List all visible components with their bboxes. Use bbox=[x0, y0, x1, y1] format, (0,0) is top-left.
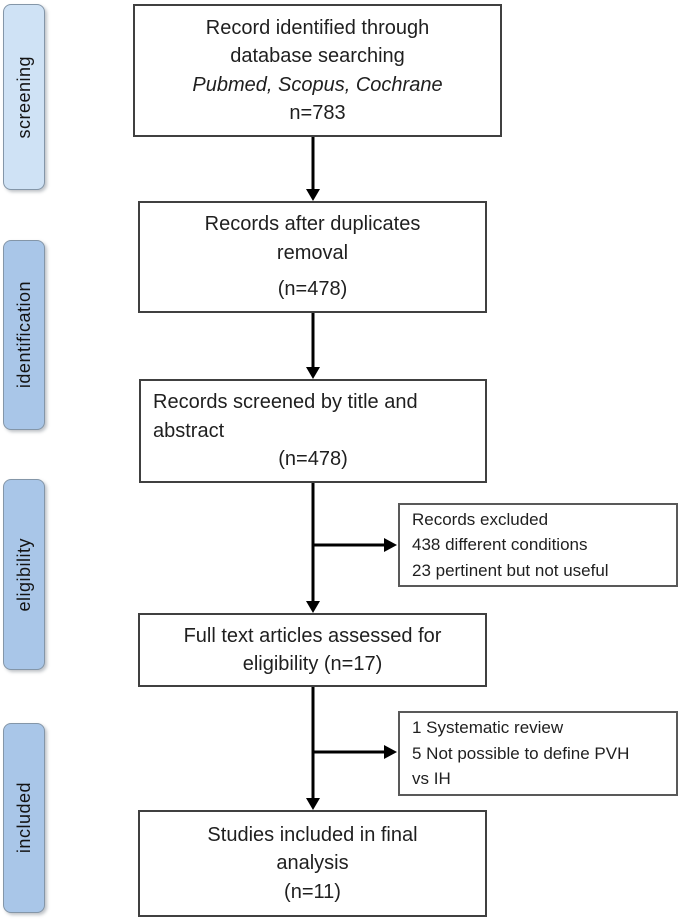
screened-count: (n=478) bbox=[278, 448, 348, 471]
screened-text: Records screened by title and abstract bbox=[153, 391, 418, 442]
identified-line1: Record identified through bbox=[205, 16, 430, 39]
excluded-line3: 23 pertinent but not useful bbox=[412, 560, 609, 580]
box-exclusion-reasons: 1 Systematic review 5 Not possible to de… bbox=[398, 711, 678, 796]
stage-label-eligibility: eligibility bbox=[13, 537, 34, 612]
fulltext-text: Full text articles assessed for eligibil… bbox=[183, 624, 442, 675]
box-studies-included: Studies included in final analysis (n=11… bbox=[138, 810, 487, 917]
stage-pill-screening: screening bbox=[3, 4, 45, 190]
reasons-line1: 1 Systematic review bbox=[412, 718, 564, 738]
stage-pill-eligibility: eligibility bbox=[3, 479, 45, 670]
included-text: Studies included in final analysis bbox=[207, 823, 418, 875]
included-count: (n=11) bbox=[284, 880, 341, 903]
duplicates-text: Records after duplicates removal bbox=[204, 213, 421, 264]
excluded-line2: 438 different conditions bbox=[412, 535, 588, 555]
stage-pill-included: included bbox=[3, 723, 45, 913]
box-records-identified: Record identified through database searc… bbox=[133, 4, 502, 137]
identified-sources: Pubmed, Scopus, Cochrane bbox=[192, 73, 443, 96]
stage-pill-identification: identification bbox=[3, 240, 45, 430]
box-fulltext-assessed: Full text articles assessed for eligibil… bbox=[138, 613, 487, 687]
stage-label-screening: screening bbox=[13, 55, 34, 139]
duplicates-count: (n=478) bbox=[277, 278, 348, 301]
identified-count: n=783 bbox=[289, 101, 346, 124]
stage-label-identification: identification bbox=[13, 281, 34, 389]
box-records-excluded: Records excluded 438 different condition… bbox=[398, 503, 678, 587]
excluded-line1: Records excluded bbox=[412, 509, 549, 529]
box-records-screened: Records screened by title and abstract (… bbox=[139, 379, 487, 483]
box-duplicates-removed: Records after duplicates removal (n=478) bbox=[138, 201, 487, 313]
stage-label-included: included bbox=[13, 782, 34, 854]
identified-line2: database searching bbox=[230, 45, 405, 68]
reasons-line2: 5 Not possible to define PVH vs IH bbox=[412, 743, 630, 789]
